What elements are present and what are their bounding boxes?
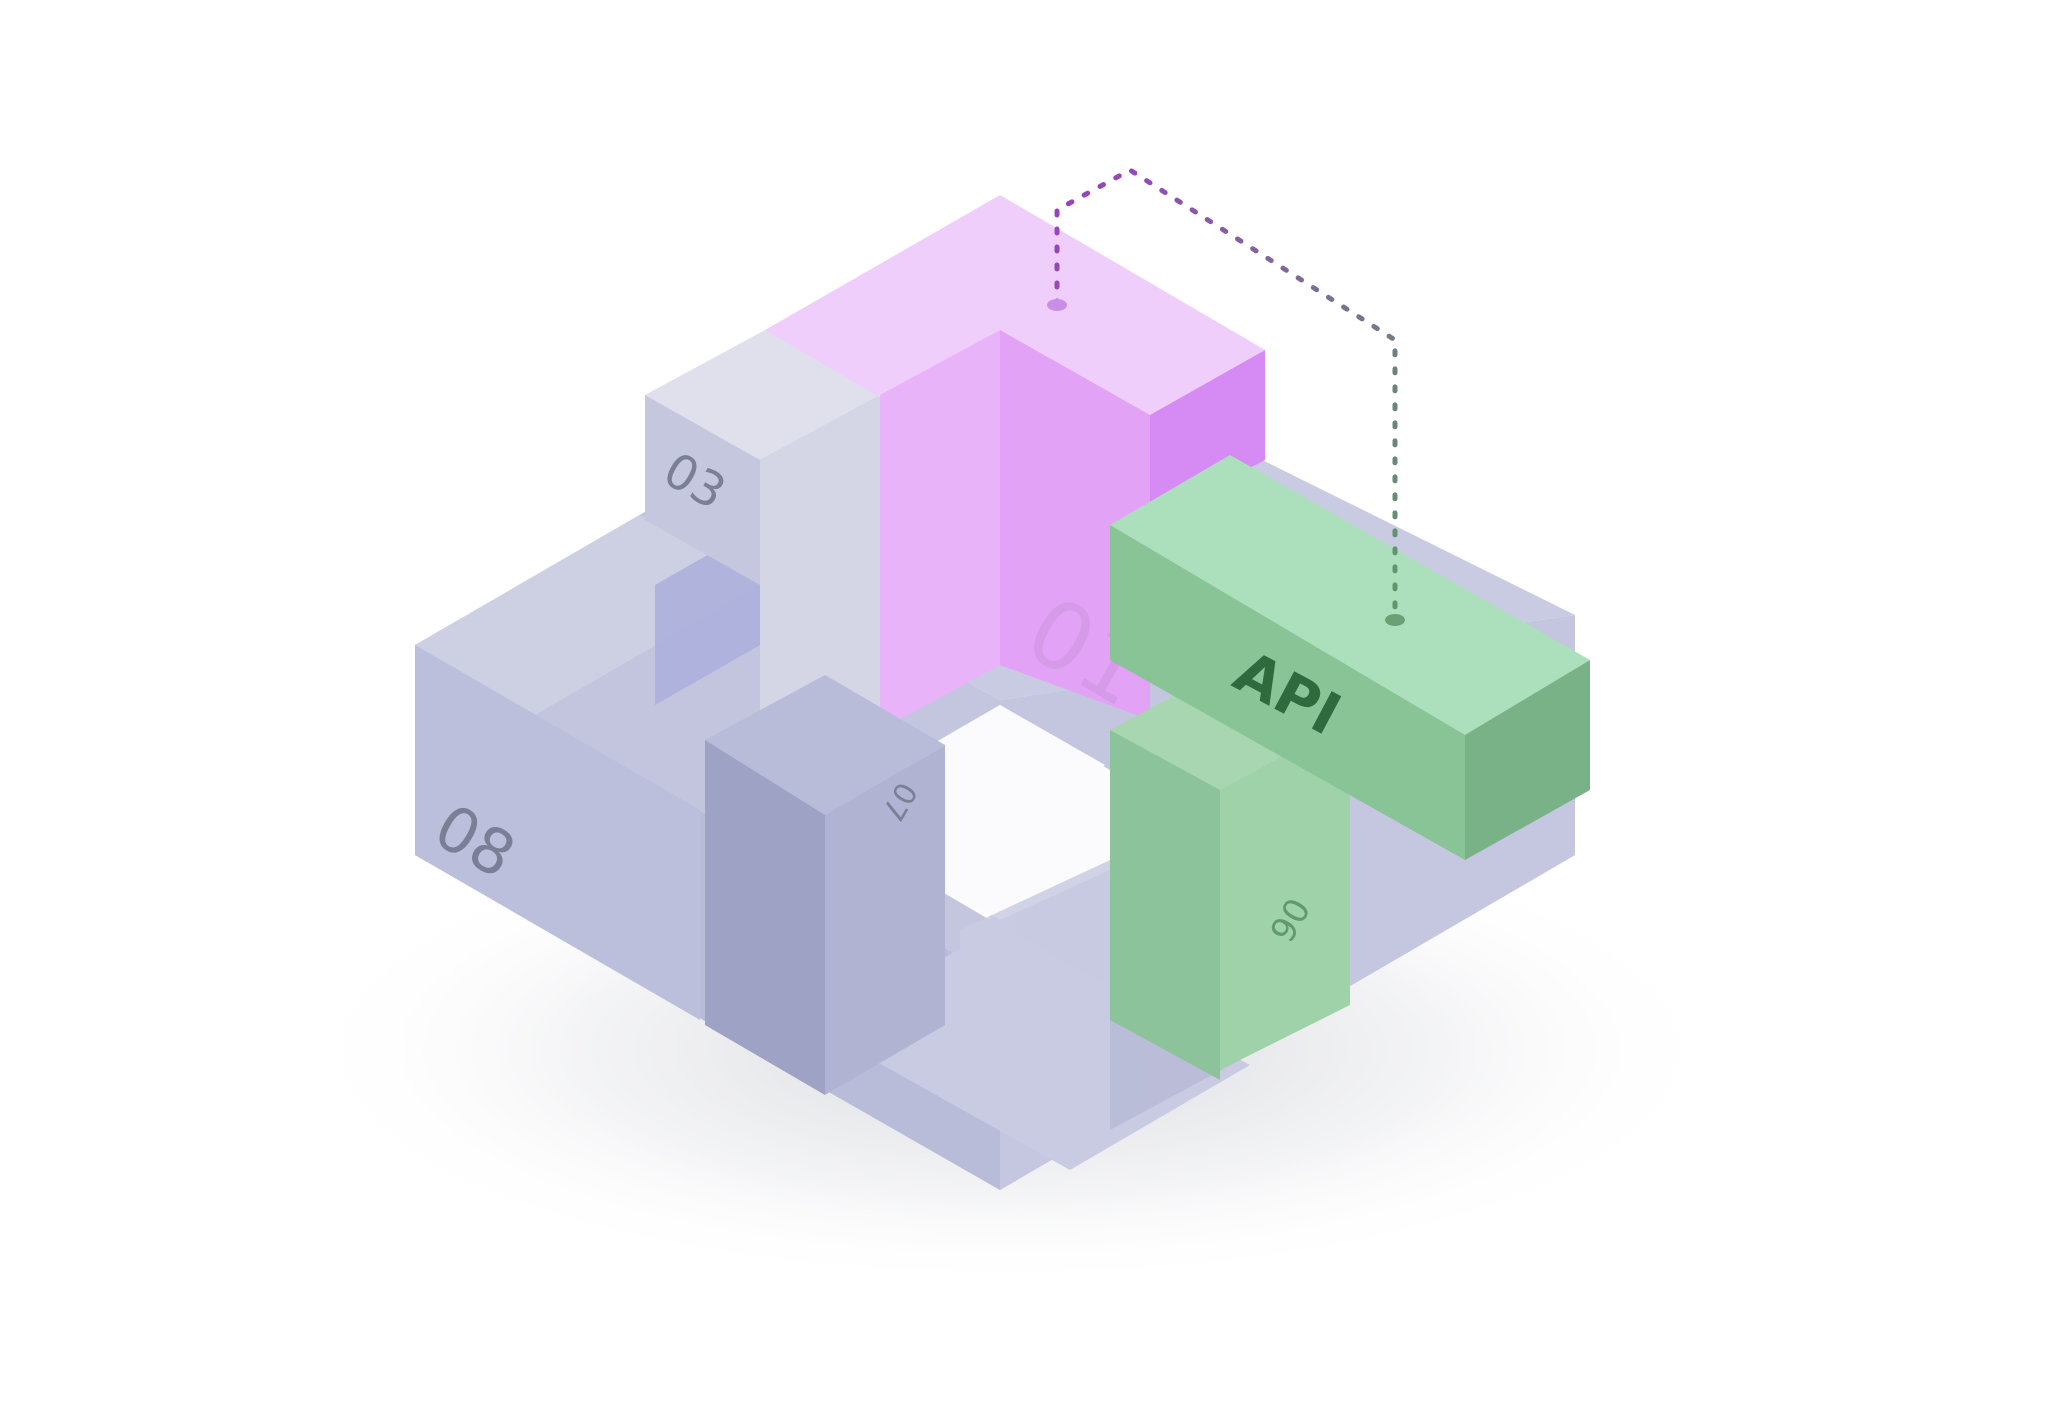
block-01: 01 — [765, 195, 1265, 730]
connector-start-dot — [1047, 299, 1067, 311]
api-block: API — [1110, 455, 1590, 860]
connector-end-dot — [1385, 614, 1405, 626]
dotted-connector — [1047, 167, 1405, 626]
block-07: 07 — [705, 675, 945, 1095]
block-08: 08 — [415, 515, 760, 1020]
center-opening-floor — [905, 705, 1110, 920]
